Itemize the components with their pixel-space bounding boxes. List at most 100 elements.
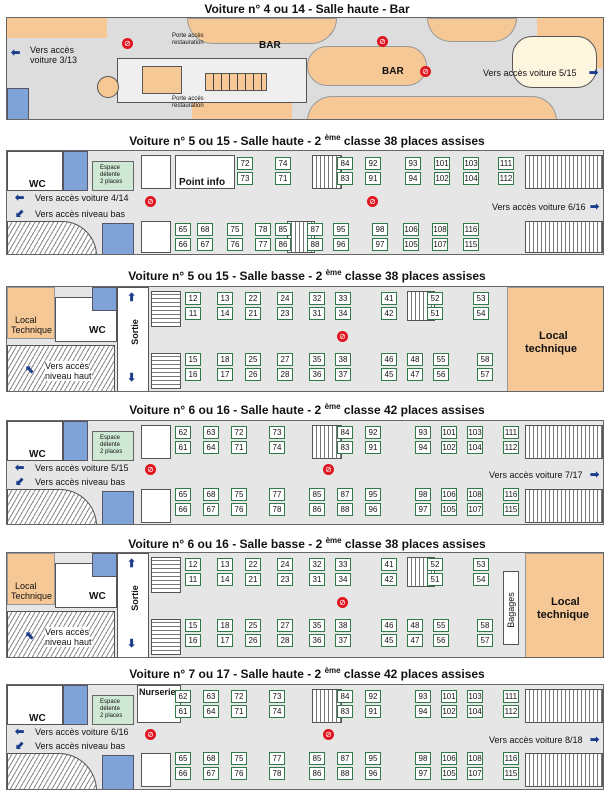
bar-counter-area: [307, 46, 427, 86]
seat: 55: [433, 353, 449, 366]
espace-detente: [92, 161, 134, 191]
seat: 14: [217, 307, 233, 320]
local-technique: [7, 287, 55, 339]
seat: 105: [441, 503, 457, 516]
seat: 37: [335, 368, 351, 381]
seat: 94: [415, 441, 431, 454]
seat: 68: [203, 752, 219, 765]
seat: 32: [309, 558, 325, 571]
seat: 48: [407, 353, 423, 366]
staircase: [151, 291, 181, 327]
label-niveau-bas: Vers accès niveau bas: [35, 477, 126, 487]
seat: 111: [503, 426, 519, 439]
seat: 26: [245, 368, 261, 381]
local-label: Local: [539, 330, 568, 342]
technique-label: technique: [525, 343, 577, 355]
arrow-up-icon: ⬆: [127, 292, 137, 304]
seat: 31: [309, 307, 325, 320]
espace-label: 2 places: [100, 179, 123, 185]
wc-room: [7, 685, 63, 725]
seat: 11: [185, 573, 201, 586]
bar-table: [97, 76, 119, 98]
seat: 103: [467, 426, 483, 439]
seat: 87: [337, 752, 353, 765]
espace-label: détente: [100, 706, 121, 712]
seat: 51: [427, 573, 443, 586]
seat: 77: [255, 238, 271, 251]
seat: 28: [277, 634, 293, 647]
arrow-up-left-icon: ⬉: [25, 630, 35, 642]
seat: 25: [245, 619, 261, 632]
bar-label: BAR: [382, 66, 404, 77]
seat: 106: [441, 488, 457, 501]
spiral-staircase: [7, 221, 97, 254]
seat: 73: [269, 690, 285, 703]
staircase: [525, 689, 603, 723]
staircase: [525, 221, 603, 253]
seat: 116: [503, 488, 519, 501]
seat: 34: [335, 573, 351, 586]
seat: 17: [217, 634, 233, 647]
seat: 38: [335, 619, 351, 632]
seat: 16: [185, 368, 201, 381]
local-label: Local: [551, 596, 580, 608]
seat: 63: [203, 426, 219, 439]
label-voiture-3-13: voiture 3/13: [30, 55, 78, 65]
seat: 86: [309, 503, 325, 516]
seat: 54: [473, 573, 489, 586]
local-label: Local: [15, 315, 37, 325]
seat: 66: [175, 238, 191, 251]
seat: 96: [365, 503, 381, 516]
no-smoking-icon: ⊘: [337, 597, 348, 608]
espace-detente: [92, 431, 134, 461]
espace-label: 2 places: [100, 449, 123, 455]
seat: 92: [365, 690, 381, 703]
nurserie-room: [137, 685, 181, 723]
seat: 77: [269, 488, 285, 501]
seat: 101: [441, 690, 457, 703]
technique-label: technique: [537, 609, 589, 621]
seat: 21: [245, 573, 261, 586]
seat: 32: [309, 292, 325, 305]
luggage-rack: [141, 155, 171, 189]
seat: 23: [277, 573, 293, 586]
stair-access-block: [102, 755, 134, 789]
car-title-7-17-haute: Voiture n° 7 ou 17 - Salle haute - 2 ème…: [129, 666, 485, 681]
seat: 67: [203, 503, 219, 516]
seat: 111: [498, 157, 514, 170]
staircase: [151, 353, 181, 389]
nurserie-label: Nurserie: [139, 687, 176, 697]
seat: 42: [381, 573, 397, 586]
seat: 78: [255, 223, 271, 236]
seat: 97: [415, 767, 431, 780]
seat: 76: [231, 503, 247, 516]
seat: 18: [217, 353, 233, 366]
seat: 95: [365, 752, 381, 765]
seat: 73: [237, 172, 253, 185]
label-vers-acces-5-15: Vers accès voiture 5/15: [483, 68, 577, 78]
espace-label: détente: [100, 172, 121, 178]
staircase: [525, 155, 603, 189]
luggage-rack: [141, 221, 171, 253]
seat: 35: [309, 619, 325, 632]
seat: 104: [467, 705, 483, 718]
seat: 57: [477, 368, 493, 381]
local-technique: [7, 553, 55, 605]
seat: 92: [365, 157, 381, 170]
seat: 76: [231, 767, 247, 780]
label-niveau-haut: niveau haut: [45, 637, 92, 647]
arrow-left-icon: ⬅: [15, 462, 25, 474]
stair-access-block: [92, 553, 117, 577]
seat: 94: [415, 705, 431, 718]
car-title-5-15-basse: Voiture n° 5 ou 15 - Salle basse - 2 ème…: [128, 268, 486, 283]
espace-label: détente: [100, 442, 121, 448]
seat: 57: [477, 634, 493, 647]
seat: 84: [337, 426, 353, 439]
seat: 116: [503, 752, 519, 765]
bar-counter: [142, 66, 182, 94]
seat: 36: [309, 368, 325, 381]
wc-label: WC: [89, 325, 106, 336]
seat: 63: [203, 690, 219, 703]
seat: 13: [217, 292, 233, 305]
seat: 73: [269, 426, 285, 439]
